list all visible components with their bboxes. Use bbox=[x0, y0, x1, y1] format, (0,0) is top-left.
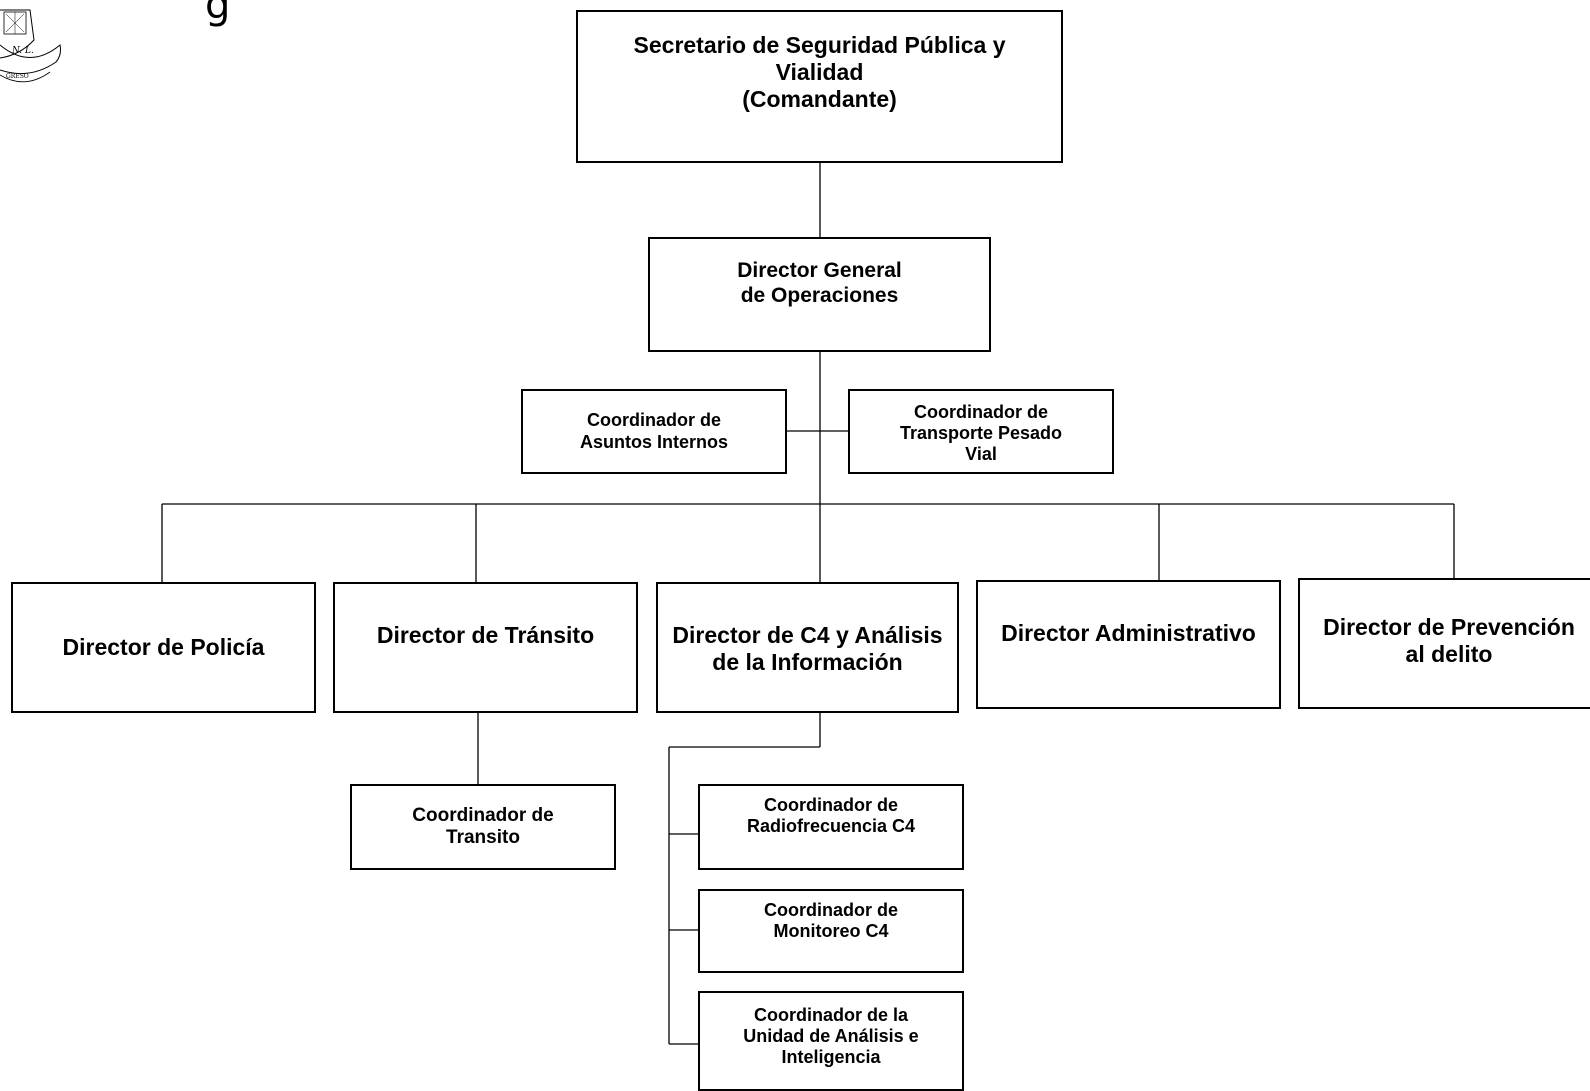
node-coord-transporte-pesado-label: Coordinador de Transporte Pesado Vial bbox=[899, 402, 1063, 465]
municipal-seal-logo: N. L. GRESO bbox=[0, 9, 61, 83]
node-director-prevencion: Director de Prevención al delito bbox=[1298, 578, 1590, 709]
seal-motto: GRESO bbox=[6, 73, 29, 80]
node-coord-asuntos-internos-label: Coordinador de Asuntos Internos bbox=[579, 410, 728, 452]
node-director-policia-label: Director de Policía bbox=[62, 633, 265, 660]
node-coord-transporte-pesado: Coordinador de Transporte Pesado Vial bbox=[848, 389, 1114, 474]
node-director-administrativo: Director Administrativo bbox=[976, 580, 1281, 709]
node-director-administrativo-label: Director Administrativo bbox=[1001, 620, 1256, 646]
node-coord-radiofrecuencia-label: Coordinador de Radiofrecuencia C4 bbox=[746, 795, 916, 837]
node-coord-radiofrecuencia: Coordinador de Radiofrecuencia C4 bbox=[698, 784, 964, 870]
node-coord-monitoreo-label: Coordinador de Monitoreo C4 bbox=[764, 900, 898, 942]
node-director-prevencion-label: Director de Prevención al delito bbox=[1323, 614, 1575, 668]
node-secretario: Secretario de Seguridad Pública y Vialid… bbox=[576, 10, 1063, 163]
seal-initials: N. L. bbox=[11, 46, 34, 56]
node-coord-transito-label: Coordinador de Transito bbox=[412, 804, 554, 848]
node-secretario-label: Secretario de Seguridad Pública y Vialid… bbox=[633, 32, 1006, 113]
node-coord-unidad-analisis: Coordinador de la Unidad de Análisis e I… bbox=[698, 991, 964, 1091]
node-director-policia: Director de Policía bbox=[11, 582, 316, 713]
node-director-general: Director General de Operaciones bbox=[648, 237, 991, 352]
node-coord-transito: Coordinador de Transito bbox=[350, 784, 616, 870]
page-title-fragment: g bbox=[205, 0, 231, 28]
node-coord-asuntos-internos: Coordinador de Asuntos Internos bbox=[521, 389, 787, 474]
node-director-transito: Director de Tránsito bbox=[333, 582, 638, 713]
node-director-c4: Director de C4 y Análisis de la Informac… bbox=[656, 582, 959, 713]
node-director-c4-label: Director de C4 y Análisis de la Informac… bbox=[672, 622, 943, 676]
node-director-transito-label: Director de Tránsito bbox=[376, 622, 595, 648]
node-director-general-label: Director General de Operaciones bbox=[737, 259, 902, 307]
node-coord-monitoreo: Coordinador de Monitoreo C4 bbox=[698, 889, 964, 973]
node-coord-unidad-analisis-label: Coordinador de la Unidad de Análisis e I… bbox=[743, 1005, 919, 1068]
